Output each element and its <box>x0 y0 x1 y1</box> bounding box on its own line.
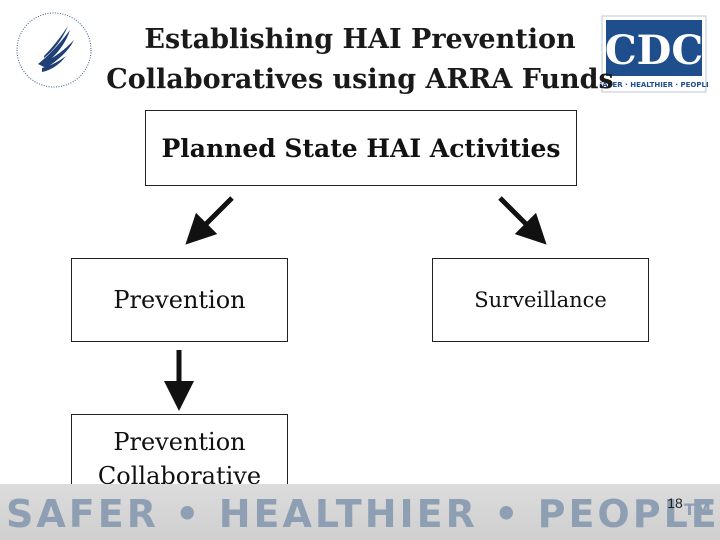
cdc-logo: CDC SAFER · HEALTHIER · PEOPLE <box>597 14 711 94</box>
surveillance-node: Surveillance <box>432 258 649 342</box>
banner-trademark: TM <box>684 500 711 519</box>
root-node-label: Planned State HAI Activities <box>161 133 561 163</box>
surveillance-node-label: Surveillance <box>474 288 607 312</box>
root-node: Planned State HAI Activities <box>145 110 577 186</box>
footer-banner: SAFER • HEALTHIER • PEOPLE TM <box>0 484 720 540</box>
arrow-to-prevention <box>185 196 234 245</box>
prevention-node: Prevention <box>71 258 288 342</box>
banner-text: SAFER • HEALTHIER • PEOPLE <box>6 492 720 536</box>
cdc-logo-text: CDC <box>605 27 703 74</box>
page-number: 18 <box>667 495 683 511</box>
prevention-node-label: Prevention <box>113 286 246 314</box>
slide-title: Establishing HAI Prevention Collaborativ… <box>106 24 614 95</box>
cdc-logo-tagline: SAFER · HEALTHIER · PEOPLE <box>600 81 708 89</box>
arrow-to-surveillance <box>498 196 547 245</box>
hhs-eagle-icon <box>16 12 92 88</box>
collaborative-node-line1: Prevention <box>113 428 246 456</box>
